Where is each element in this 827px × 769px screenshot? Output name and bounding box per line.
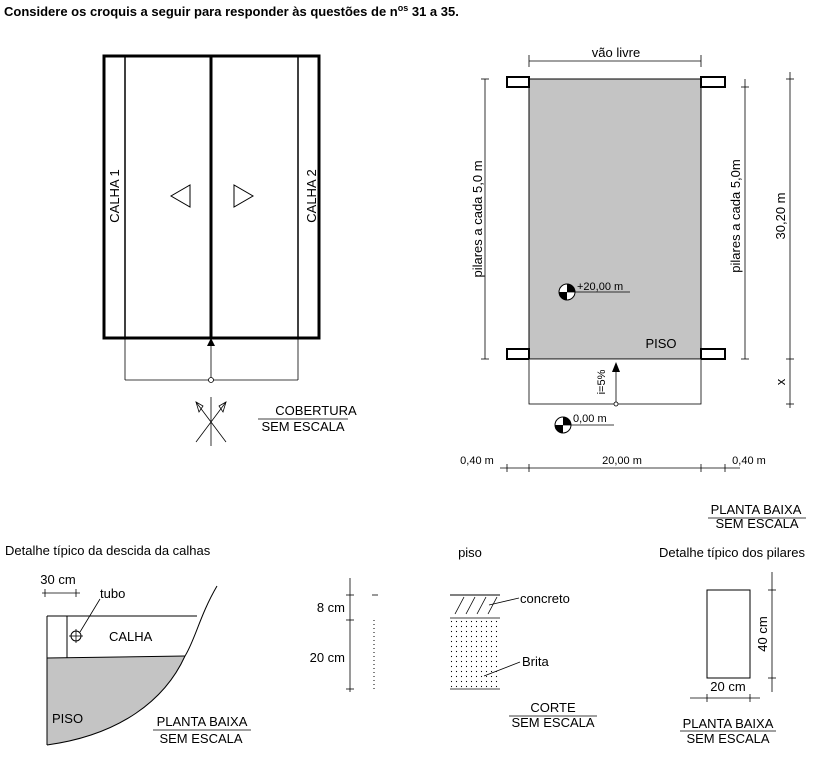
pipe-arrow-icon [207,338,215,346]
flow-arrow-left-icon [170,184,191,208]
piso-scale: SEM ESCALA [511,715,594,730]
level-marker-icon [558,283,630,301]
pilares-left-label: pilares a cada 5,0 m [470,160,485,277]
piso-plan-label: PISO [645,336,676,351]
dim-right-label: 0,40 m [732,455,766,467]
level-marker-icon [554,416,614,434]
calha-caption: PLANTA BAIXA [157,714,248,729]
dim-left-label: 0,40 m [460,455,494,467]
piso-dim-bottom-label: 20 cm [310,650,345,665]
slope-label: i=5% [596,369,608,394]
brita-label: Brita [522,654,550,669]
pilar-height-dim-label: 40 cm [755,616,770,651]
concreto-label: concreto [520,591,570,606]
pilar-caption: PLANTA BAIXA [683,716,774,731]
floor-plan-drawing [481,55,794,472]
calha-scale: SEM ESCALA [159,731,242,746]
tube-icon [69,629,83,643]
compass-icon [195,397,227,446]
x-dim-label: x [773,378,788,385]
calha-width-dim-label: 30 cm [40,572,75,587]
detail-piso-title: piso [458,545,482,560]
cobertura-scale: SEM ESCALA [261,419,344,434]
level-top-label: +20,00 m [577,281,623,293]
calha-detail-drawing [42,585,218,746]
tubo-label: tubo [100,586,125,601]
calha-detail-label: CALHA [109,629,153,644]
plan-scale: SEM ESCALA [715,516,798,531]
flow-arrow-right-icon [233,184,254,208]
calha2-label: CALHA 2 [304,169,319,222]
header-text: Considere os croquis a seguir para respo… [4,3,459,19]
calha1-label: CALHA 1 [107,169,122,222]
vao-livre-label: vão livre [592,45,640,60]
piso-dim-top-label: 8 cm [317,600,345,615]
pilares-right-label: pilares a cada 5,0m [728,159,743,272]
detail-pilar-title: Detalhe típico dos pilares [659,545,805,560]
level-bottom-label: 0,00 m [573,413,607,425]
slope-arrow-icon [612,362,620,372]
piso-detail-drawing [346,578,521,692]
detail-calha-title: Detalhe típico da descida da calhas [5,543,211,558]
cobertura-title: COBERTURA [275,403,357,418]
piso-detail-label: PISO [52,711,83,726]
pilar-width-dim-label: 20 cm [710,679,745,694]
piso-caption: CORTE [530,700,576,715]
height-dim-label: 30,20 m [773,193,788,240]
dim-mid-label: 20,00 m [602,455,642,467]
cobertura-drawing [102,54,321,446]
pilar-detail-drawing [690,572,776,702]
plan-title: PLANTA BAIXA [711,502,802,517]
pilar-scale: SEM ESCALA [686,731,769,746]
